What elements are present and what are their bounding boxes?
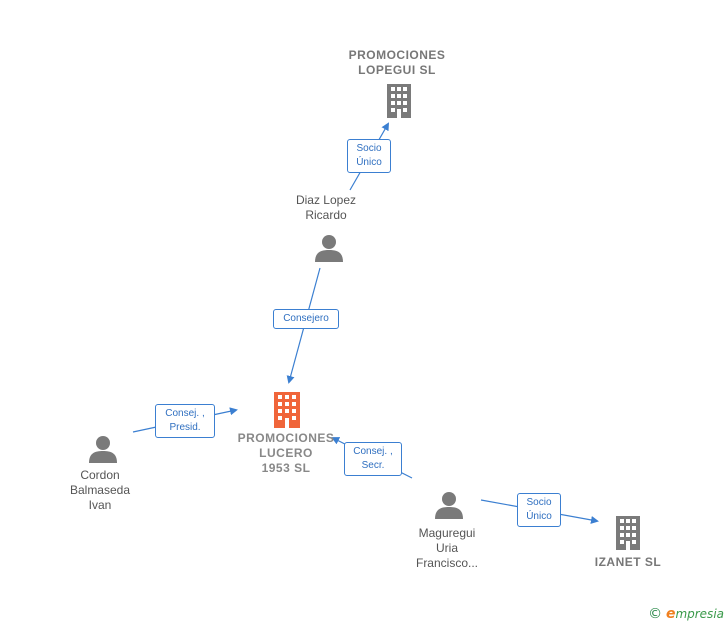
relation-label-socio-unico: Socio Único bbox=[517, 493, 561, 527]
building-icon[interactable] bbox=[385, 84, 415, 118]
relation-label-consej-presid: Consej. , Presid. bbox=[155, 404, 215, 438]
brand-name: mpresia bbox=[675, 607, 724, 621]
person-icon[interactable] bbox=[314, 233, 344, 263]
empresia-logo: © empresia bbox=[648, 606, 724, 622]
brand-e: e bbox=[665, 606, 676, 622]
building-icon[interactable] bbox=[271, 392, 303, 428]
node-label-cordon[interactable]: Cordon Balmaseda Ivan bbox=[69, 468, 131, 512]
person-icon[interactable] bbox=[434, 490, 464, 520]
node-label-maguregui[interactable]: Maguregui Uria Francisco... bbox=[415, 526, 478, 570]
copyright-symbol: © bbox=[648, 606, 663, 622]
relation-label-socio-unico: Socio Único bbox=[347, 139, 391, 173]
node-label-promociones-lopegui[interactable]: PROMOCIONES LOPEGUI SL bbox=[348, 48, 446, 77]
relation-label-consejero: Consejero bbox=[273, 309, 339, 329]
node-label-diaz-lopez[interactable]: Diaz Lopez Ricardo bbox=[295, 193, 357, 222]
node-label-izanet[interactable]: IZANET SL bbox=[594, 555, 662, 569]
node-label-promociones-lucero[interactable]: PROMOCIONES LUCERO 1953 SL bbox=[237, 431, 335, 475]
person-icon[interactable] bbox=[88, 434, 118, 464]
building-icon[interactable] bbox=[614, 516, 644, 550]
relation-label-consej-secr: Consej. , Secr. bbox=[344, 442, 402, 476]
